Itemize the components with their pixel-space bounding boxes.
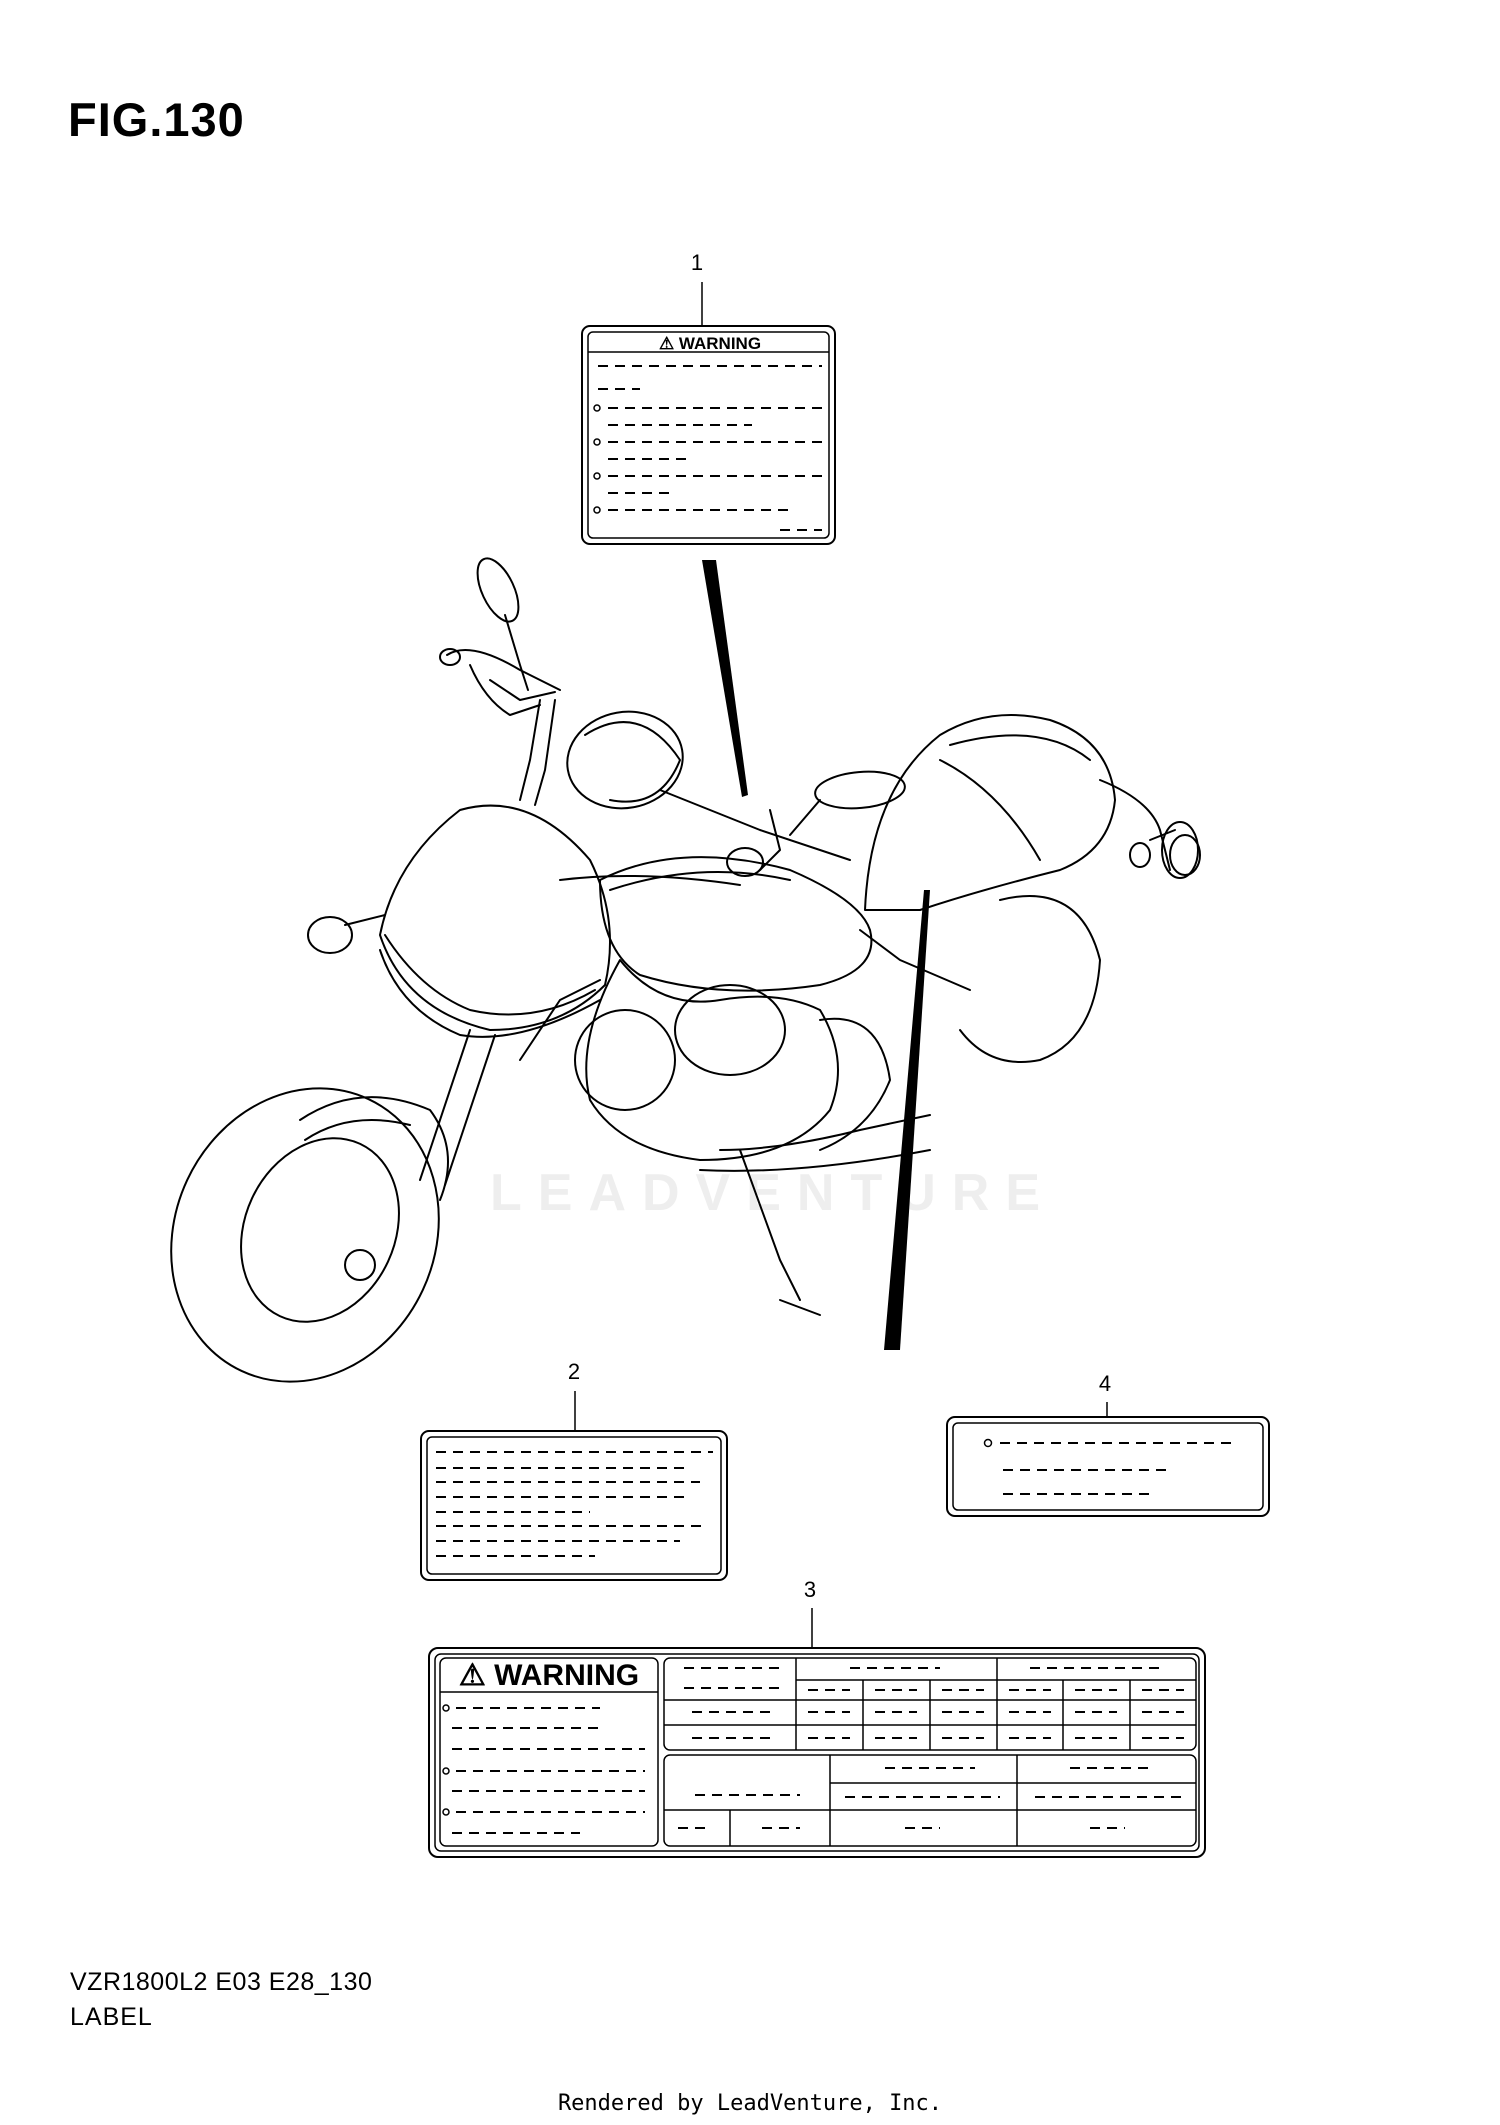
rendered-by-credit: Rendered by LeadVenture, Inc. bbox=[557, 2091, 943, 2116]
callout-3: 3 bbox=[804, 1577, 816, 1602]
callout-1: 1 bbox=[691, 250, 703, 275]
leader-wedge-3 bbox=[884, 890, 930, 1350]
watermark-text: LEADVENTURE bbox=[490, 1164, 1057, 1222]
callout-4: 4 bbox=[1099, 1371, 1111, 1396]
label-3: 3 ⚠ WARNING bbox=[428, 1577, 1206, 1858]
label-2: 2 bbox=[420, 1359, 728, 1581]
label-3-heading: ⚠ WARNING bbox=[459, 1659, 639, 1692]
label-1: 1 ⚠ WARNING bbox=[581, 250, 836, 545]
figure-title: FIG.130 bbox=[68, 93, 245, 146]
label-1-heading: ⚠ WARNING bbox=[659, 334, 761, 353]
label-4: 4 bbox=[946, 1371, 1270, 1517]
model-code: VZR1800L2 E03 E28_130 bbox=[70, 1968, 373, 1996]
section-label: LABEL bbox=[70, 2003, 153, 2031]
callout-2: 2 bbox=[568, 1359, 580, 1384]
leader-wedge-1 bbox=[702, 560, 748, 797]
motorcycle-illustration bbox=[170, 557, 1201, 1383]
